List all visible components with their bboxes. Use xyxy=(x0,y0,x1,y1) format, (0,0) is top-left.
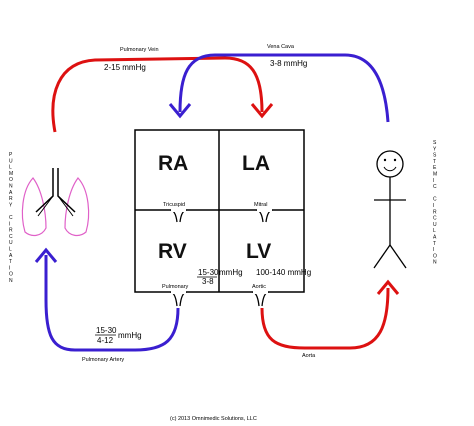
pa-pressure-unit: mmHg xyxy=(118,331,142,340)
copyright-text: (c) 2013 Omnimedic Solutions, LLC xyxy=(170,416,257,422)
vena-cava-line xyxy=(178,53,390,123)
pulmonary-vein-pressure: 2-15 mmHg xyxy=(104,63,146,72)
aorta-line xyxy=(260,287,390,350)
pulmonary-vein-label: Pulmonary Vein xyxy=(120,47,159,53)
pa-pressure-diastolic: 4-12 xyxy=(97,336,114,345)
rv-pressure-diastolic: 3-8 xyxy=(202,277,214,286)
tricuspid-label: Tricuspid xyxy=(163,202,185,208)
mitral-valve xyxy=(255,209,274,223)
rv-pressure-unit: mmHg xyxy=(219,268,243,277)
pulmonary-artery-line xyxy=(44,255,180,352)
pulmonary-valve xyxy=(169,291,188,307)
aorta-label: Aorta xyxy=(302,353,316,359)
chamber-ra: RA xyxy=(158,152,188,175)
aorta-arrowhead xyxy=(376,279,400,295)
pa-pressure-systolic: 15-30 xyxy=(96,326,117,335)
mitral-label: Mitral xyxy=(254,202,267,208)
pulmonary-vein-arrowhead xyxy=(250,103,274,119)
heart: RA LA RV LV Tricuspid Mitral Pulmonary A… xyxy=(134,129,311,307)
lv-pressure: 100-140 mmHg xyxy=(256,268,311,277)
pulmonary-valve-label: Pulmonary xyxy=(162,284,189,290)
chamber-lv: LV xyxy=(246,240,271,263)
aortic-valve xyxy=(251,291,270,307)
pulmonary-artery-arrowhead xyxy=(34,247,58,263)
chamber-la: LA xyxy=(242,152,270,175)
tricuspid-valve xyxy=(169,209,188,223)
aortic-valve-label: Aortic xyxy=(252,284,266,290)
lungs-icon xyxy=(21,168,90,237)
vena-cava-arrowhead xyxy=(168,103,192,119)
pulmonary-artery-label: Pulmonary Artery xyxy=(82,357,124,363)
vena-cava-pressure: 3-8 mmHg xyxy=(270,59,307,68)
vena-cava-label: Vena Cava xyxy=(267,44,295,50)
chamber-rv: RV xyxy=(158,240,187,263)
rv-pressure-systolic: 15-30 xyxy=(198,268,219,277)
pulmonary-vein-line xyxy=(51,56,264,133)
body-stick-figure-icon xyxy=(373,150,407,269)
